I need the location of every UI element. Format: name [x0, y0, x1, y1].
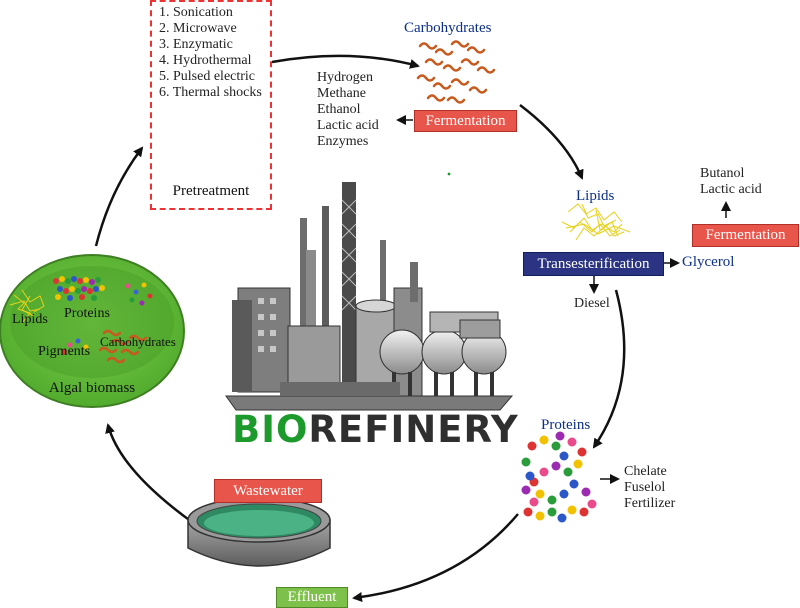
pretreatment-method: 2. Microwave: [159, 21, 237, 36]
product-item: Methane: [317, 86, 366, 101]
diesel-label: Diesel: [574, 296, 610, 311]
protein-bead: [535, 511, 545, 521]
cycle-arrows: [94, 54, 626, 602]
protein-bead: [569, 479, 579, 489]
protein-bead: [539, 467, 549, 477]
product-item: Lactic acid: [700, 182, 762, 197]
protein-bead: [567, 505, 577, 515]
proteins-products: Chelate Fuselol Fertilizer: [624, 464, 675, 512]
title-bio-part: BIO: [232, 408, 309, 451]
arrow-transesterification-to-proteins: [592, 289, 626, 449]
protein-bead: [563, 467, 573, 477]
glycerol-label: Glycerol: [682, 254, 735, 270]
title-refinery-part: REFINERY: [308, 408, 519, 451]
lipids-mesh: [561, 203, 631, 241]
wastewater-dish: [187, 497, 331, 567]
pretreatment-method: 5. Pulsed electric: [159, 69, 256, 84]
refinery-illustration: [225, 182, 514, 411]
pretreatment-method: 1. Sonication: [159, 5, 233, 20]
pretreatment-label: Pretreatment: [172, 183, 250, 199]
protein-bead: [559, 489, 569, 499]
arrow-pretreatment-to-carbohydrates: [271, 54, 420, 69]
carbohydrates-products: Hydrogen Methane Ethanol Lactic acid Enz…: [317, 70, 379, 150]
product-item: Ethanol: [317, 102, 361, 117]
algae-pigments-label: Pigments: [38, 344, 91, 359]
protein-bead: [559, 451, 569, 461]
product-item: Fuselol: [624, 480, 666, 495]
protein-bead: [547, 495, 557, 505]
algal-biomass-cell: [0, 254, 185, 408]
protein-bead: [535, 489, 545, 499]
product-item: Butanol: [700, 166, 745, 181]
arrow-wastewater-to-algae: [105, 423, 193, 524]
lipids-fermentation-products: Butanol Lactic acid: [700, 166, 762, 198]
biorefinery-title: BIOREFINERY: [232, 408, 519, 451]
proteins-beads: [521, 431, 597, 523]
protein-bead: [577, 447, 587, 457]
green-dot: [447, 172, 451, 176]
algae-proteins-label: Proteins: [64, 306, 110, 321]
protein-bead: [581, 487, 591, 497]
proteins-label: Proteins: [541, 417, 591, 433]
algal-biomass-label: Algal biomass: [48, 380, 136, 396]
pretreatment-method: 3. Enzymatic: [159, 37, 233, 52]
product-item: Enzymes: [317, 134, 369, 149]
algae-pigments-dots: [61, 282, 153, 355]
product-item: Chelate: [624, 464, 667, 479]
carbohydrates-squiggles: [416, 40, 496, 104]
side-arrows: [396, 115, 731, 484]
protein-bead: [525, 471, 535, 481]
pretreatment-method: 6. Thermal shocks: [159, 85, 262, 100]
product-item: Fertilizer: [624, 496, 676, 511]
algae-lipids-cluster: [9, 289, 45, 324]
pretreatment-method: 4. Hydrothermal: [159, 53, 252, 68]
arrow-proteins-to-effluent: [352, 513, 519, 602]
protein-bead: [529, 497, 539, 507]
protein-bead: [547, 507, 557, 517]
algae-lipids-label: Lipids: [12, 312, 48, 327]
product-item: Lactic acid: [317, 118, 379, 133]
effluent-box: Effluent: [276, 587, 348, 608]
protein-bead: [579, 507, 589, 517]
protein-bead: [521, 457, 531, 467]
protein-bead: [521, 485, 531, 495]
protein-bead: [539, 435, 549, 445]
fermentation-box-carbohydrates: Fermentation: [414, 110, 517, 132]
algae-carbohydrates-label: Carbohydrates: [100, 334, 176, 349]
fermentation-box-lipids: Fermentation: [692, 224, 799, 247]
lipids-label: Lipids: [576, 188, 615, 204]
protein-bead: [573, 459, 583, 469]
pretreatment-methods-list: 1. Sonication 2. Microwave 3. Enzymatic …: [159, 5, 262, 101]
protein-bead: [587, 499, 597, 509]
product-item: Hydrogen: [317, 70, 373, 85]
pretreatment-box: 1. Sonication 2. Microwave 3. Enzymatic …: [150, 0, 272, 210]
arrow-algae-to-pretreatment: [94, 146, 144, 247]
protein-bead: [551, 461, 561, 471]
protein-bead: [551, 441, 561, 451]
algae-carbohydrates-squiggles: [98, 329, 148, 364]
transesterification-box: Transesterification: [523, 252, 664, 276]
protein-bead: [567, 437, 577, 447]
protein-bead: [557, 513, 567, 523]
wastewater-box: Wastewater: [214, 479, 322, 503]
carbohydrates-label: Carbohydrates: [404, 20, 492, 36]
protein-bead: [527, 441, 537, 451]
protein-bead: [555, 431, 565, 441]
protein-bead: [523, 507, 533, 517]
arrow-carbohydrates-to-lipids: [519, 104, 584, 180]
algae-proteins-beads: [53, 276, 105, 301]
